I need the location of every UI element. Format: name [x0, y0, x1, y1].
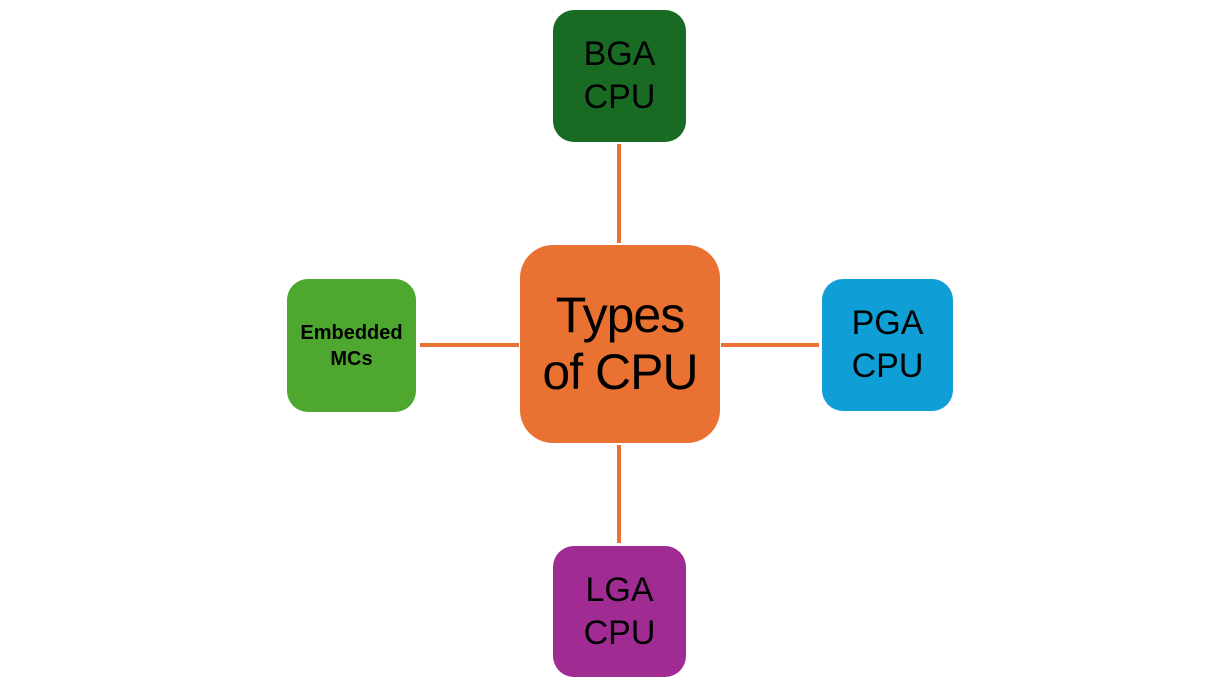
- connector-center-to-embedded: [420, 343, 519, 347]
- node-label-line: of CPU: [542, 344, 698, 400]
- node-label-line: CPU: [851, 347, 924, 385]
- node-label-line: MCs: [330, 347, 373, 370]
- node-pga-cpu: PGA CPU: [822, 279, 953, 411]
- node-types-of-cpu: Types of CPU: [520, 245, 720, 443]
- connector-center-to-lga: [617, 445, 621, 543]
- node-label-line: Types: [555, 287, 685, 343]
- node-label-line: CPU: [583, 78, 656, 116]
- node-embedded-mcs: Embedded MCs: [287, 279, 416, 412]
- node-label-line: PGA: [851, 304, 924, 342]
- connector-center-to-pga: [721, 343, 819, 347]
- node-lga-cpu: LGA CPU: [553, 546, 686, 677]
- node-label-line: LGA: [585, 570, 654, 609]
- node-label-line: CPU: [583, 613, 656, 652]
- node-label-line: Embedded: [300, 321, 403, 344]
- node-label-line: BGA: [583, 35, 656, 73]
- connector-center-to-bga: [617, 144, 621, 243]
- node-bga-cpu: BGA CPU: [553, 10, 686, 142]
